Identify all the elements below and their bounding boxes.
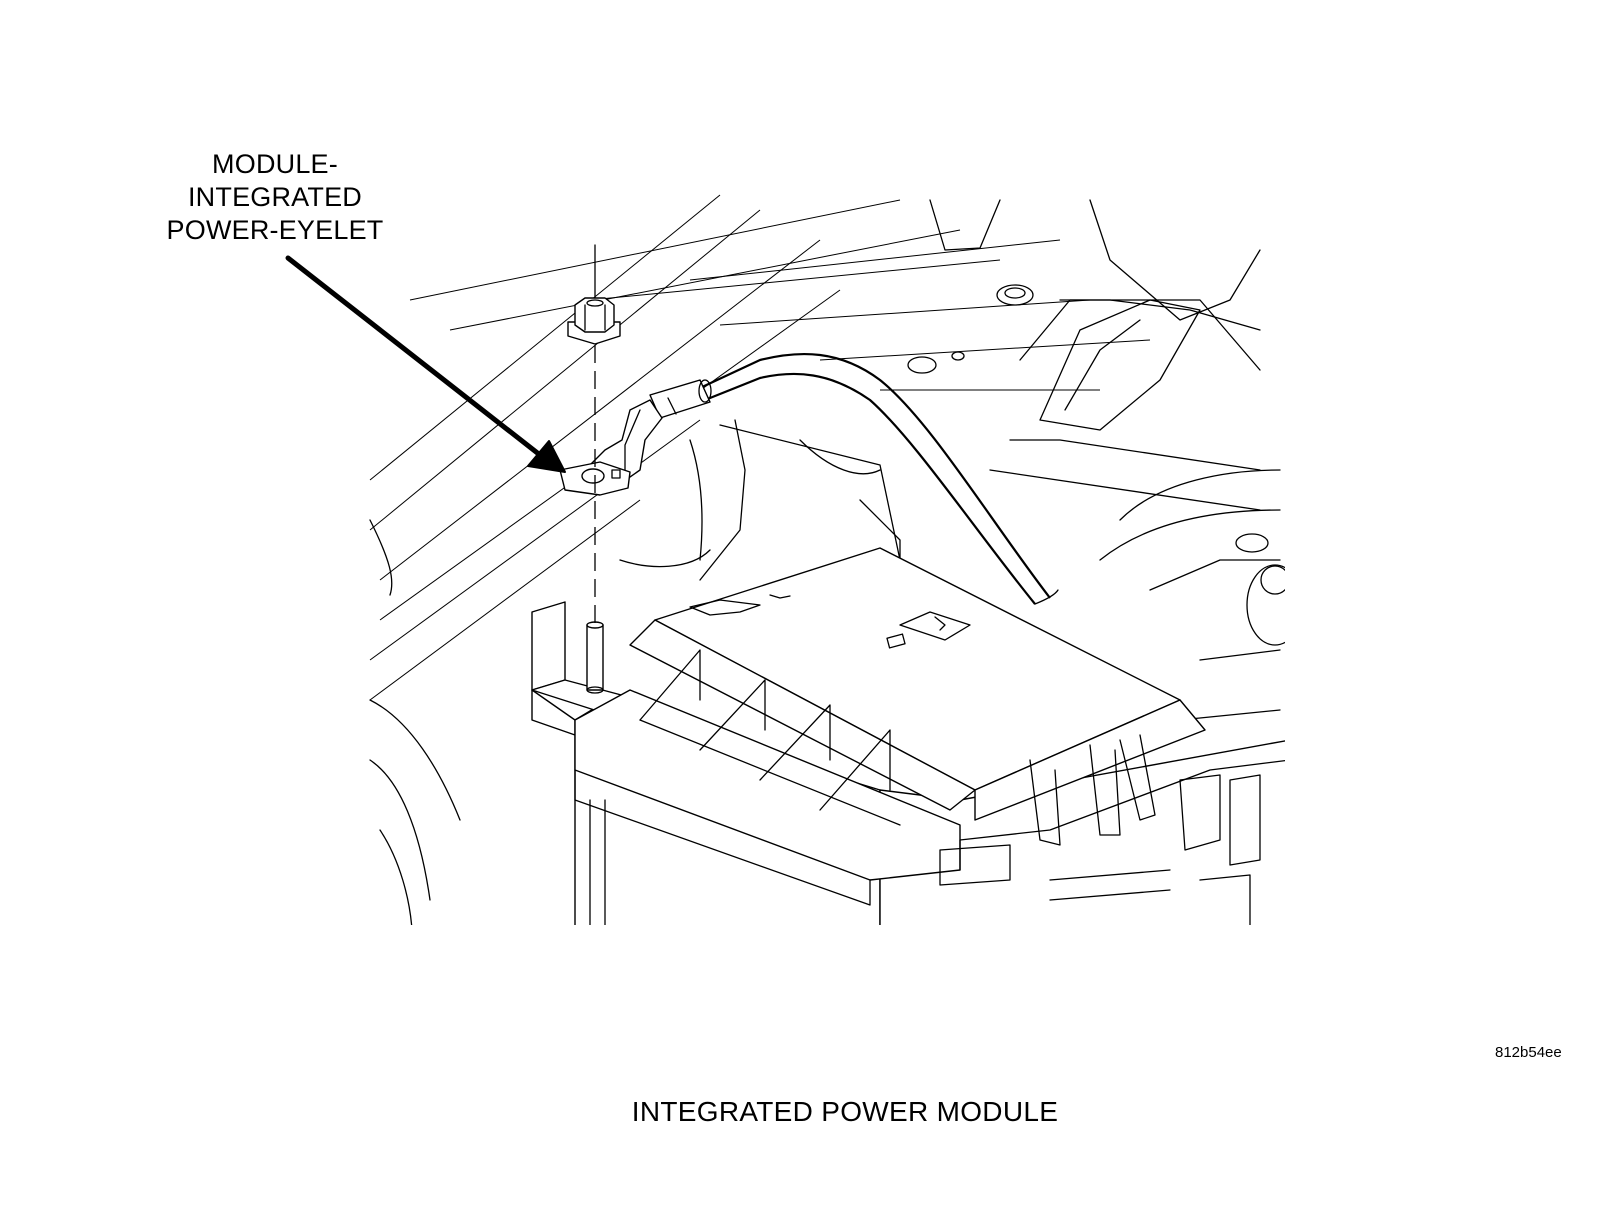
callout-line-1: MODULE- <box>212 149 338 179</box>
engine-compartment-background <box>369 194 1285 925</box>
hex-flange-nut <box>567 297 621 345</box>
callout-line-3: POWER-EYELET <box>166 215 384 245</box>
figure-caption: INTEGRATED POWER MODULE <box>631 1096 1059 1127</box>
mounting-stud <box>586 621 604 694</box>
callout-line-2: INTEGRATED <box>187 182 362 212</box>
callout-arrow <box>285 255 566 473</box>
figure-code: 812b54ee <box>1495 1044 1562 1061</box>
eyelet-callout-label: MODULE- INTEGRATED POWER-EYELET <box>140 148 410 247</box>
integrated-power-module <box>531 547 1285 925</box>
